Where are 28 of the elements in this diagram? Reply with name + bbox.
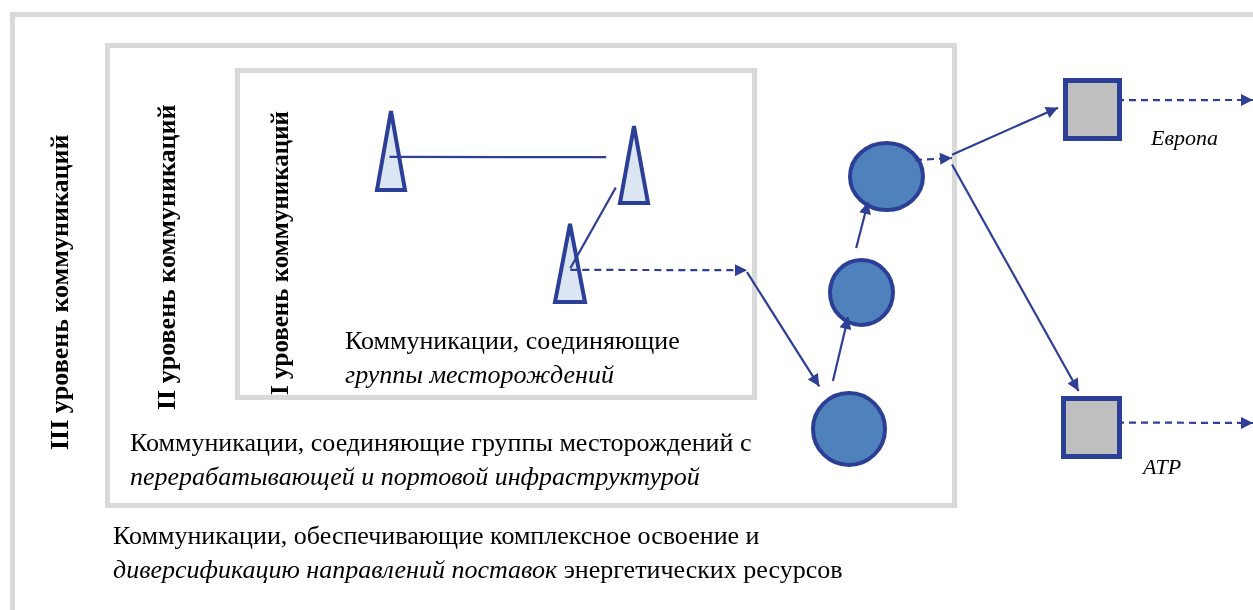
arrow: [746, 271, 821, 387]
frame-caption: Коммуникации, обеспечивающие комплексное освоение и диверсификацию направлений поставок энергетических ресурсов: [113, 520, 844, 586]
circle-marker: [811, 391, 887, 467]
arrow: [951, 106, 1059, 156]
arrow: [951, 163, 1080, 392]
triangle-marker: [553, 221, 587, 304]
level-label: I уровень коммуникаций: [265, 110, 293, 395]
circle-marker: [848, 141, 925, 212]
triangle-marker: [375, 108, 407, 192]
triangle-marker: [618, 123, 650, 205]
arrow: [855, 201, 871, 249]
arrow: [831, 316, 852, 382]
frame: [235, 68, 757, 400]
frame-caption: Коммуникации, соединяющие группы месторождений с перерабатывающей и портовой инфраструктурой: [130, 427, 753, 493]
arrow: [570, 264, 747, 277]
level-label: II уровень коммуникаций: [152, 103, 182, 410]
square-marker: [1061, 396, 1122, 459]
circle-marker: [828, 258, 895, 327]
frame: [105, 43, 957, 508]
frame-caption: Коммуникации, соединяющие группы месторождений: [345, 325, 681, 391]
connector-line: [389, 155, 607, 159]
level-label: III уровень коммуникаций: [45, 133, 75, 450]
place-label: ATP: [1143, 454, 1183, 480]
place-label: Европа: [1151, 125, 1219, 151]
square-marker: [1063, 78, 1122, 141]
connector-line: [569, 187, 617, 269]
frame: [10, 12, 1253, 610]
arrow: [914, 152, 953, 165]
